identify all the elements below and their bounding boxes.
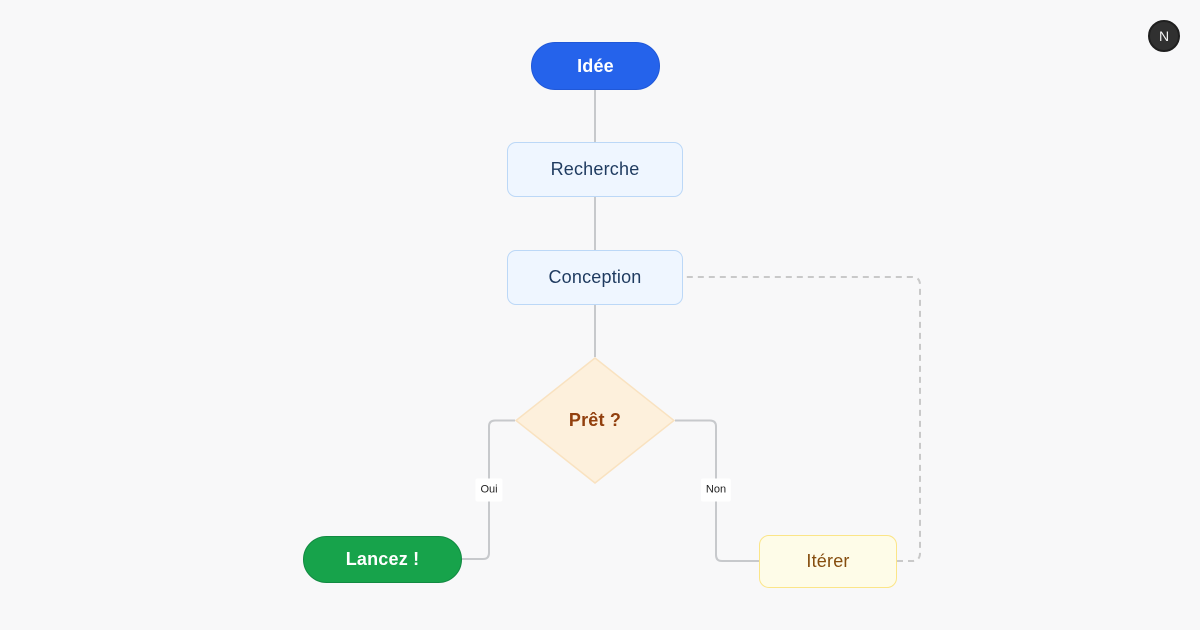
node-iterate: Itérer [759, 535, 897, 588]
node-research: Recherche [507, 142, 683, 197]
edge-label-yes: Oui [475, 478, 503, 502]
node-design-label: Conception [548, 267, 642, 287]
edge-label-no: Non [700, 478, 732, 502]
node-decision-label: Prêt ? [568, 410, 622, 430]
node-launch: Lancez ! [303, 536, 462, 583]
node-idea-label: Idée [577, 55, 614, 76]
decision-diamond-shape [515, 357, 675, 484]
avatar-badge: N [1148, 20, 1180, 52]
node-idea: Idée [531, 42, 660, 90]
node-design: Conception [507, 250, 683, 305]
node-research-label: Recherche [550, 159, 640, 179]
node-decision: Prêt ? [515, 357, 675, 484]
avatar-initial: N [1158, 28, 1170, 44]
edge-iterate-design-feedback [683, 276, 921, 562]
node-launch-label: Lancez ! [345, 549, 420, 569]
node-iterate-label: Itérer [806, 551, 850, 571]
